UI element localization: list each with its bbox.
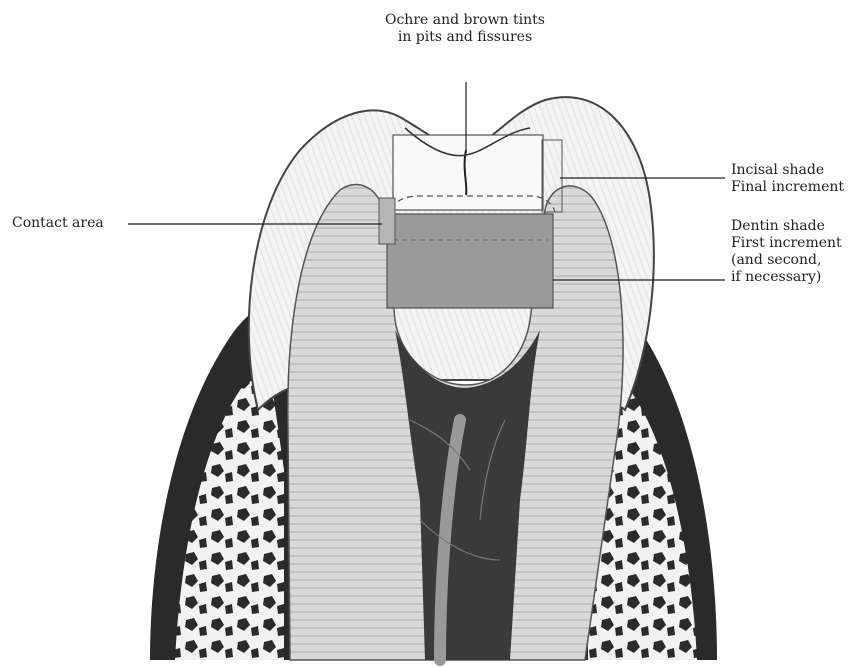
- label-pits-fissures: Ochre and brown tints in pits and fissur…: [345, 12, 585, 46]
- dentin-increment: [387, 214, 553, 308]
- label-incisal-shade: Incisal shade Final increment: [731, 162, 844, 196]
- label-dentin-shade: Dentin shade First increment (and second…: [731, 218, 842, 286]
- incisal-increment: [393, 135, 543, 210]
- label-contact-area: Contact area: [12, 215, 104, 232]
- contact-box-left: [379, 198, 395, 244]
